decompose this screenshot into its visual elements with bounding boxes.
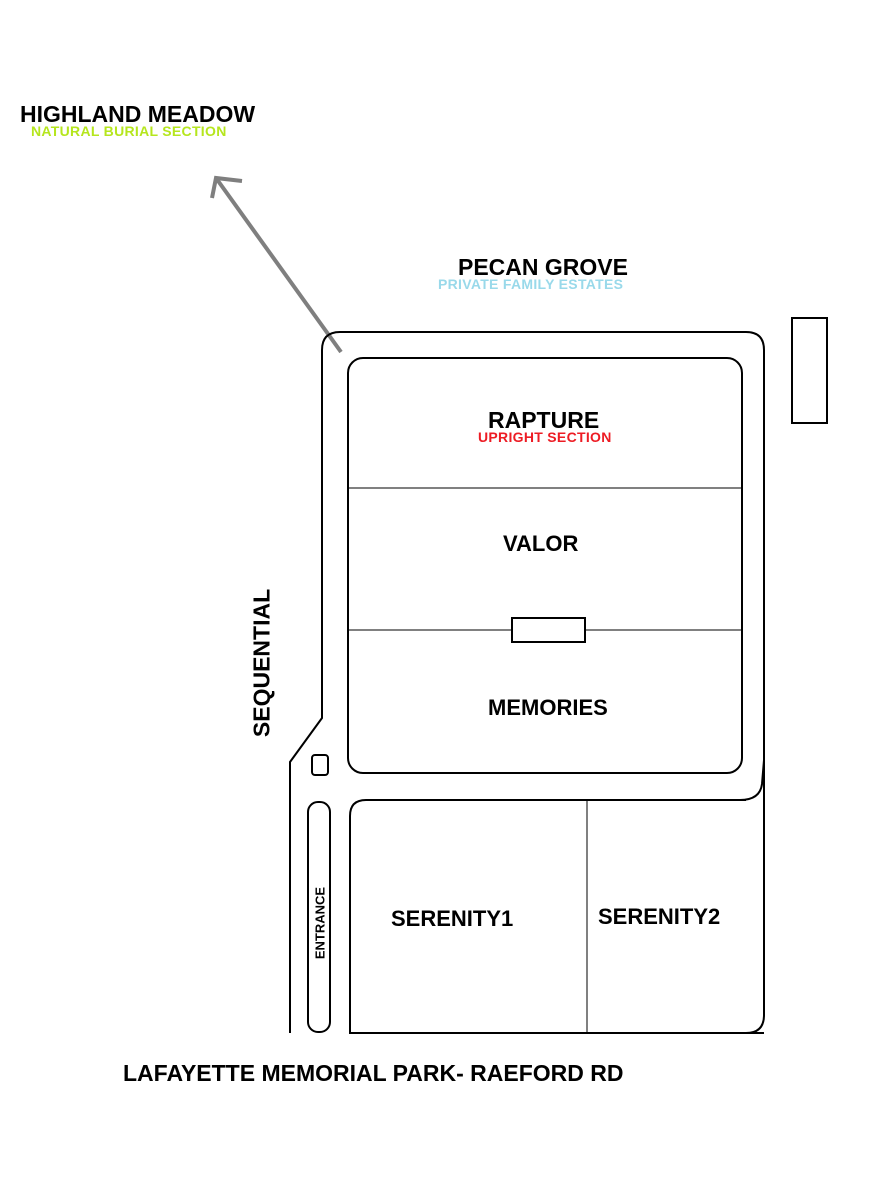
side-building — [791, 317, 828, 424]
section-serenity2-label: SERENITY2 — [598, 904, 721, 929]
highland-meadow-subtitle: NATURAL BURIAL SECTION — [31, 123, 227, 139]
section-rapture-label: RAPTURE — [488, 407, 600, 433]
pecan-grove-subtitle: PRIVATE FAMILY ESTATES — [438, 276, 624, 292]
section-valor-label: VALOR — [503, 531, 579, 556]
section-serenity1-label: SERENITY1 — [391, 906, 514, 931]
arrow-icon — [210, 175, 343, 354]
section-rapture-subtitle: UPRIGHT SECTION — [478, 429, 612, 445]
park-name-footer: LAFAYETTE MEMORIAL PARK- RAEFORD RD — [123, 1060, 624, 1086]
outer-road — [289, 331, 765, 1034]
small-marker — [311, 754, 329, 776]
pecan-grove-title: PECAN GROVE — [458, 254, 628, 280]
road-sequential-label: SEQUENTIAL — [248, 588, 275, 738]
entrance-label: ENTRANCE — [312, 886, 328, 960]
entrance-median — [307, 801, 331, 1033]
upper-plot — [347, 357, 743, 774]
highland-meadow-title: HIGHLAND MEADOW — [20, 101, 256, 127]
section-memories-label: MEMORIES — [488, 695, 608, 720]
lower-plot — [349, 799, 746, 1033]
center-feature — [511, 617, 586, 643]
